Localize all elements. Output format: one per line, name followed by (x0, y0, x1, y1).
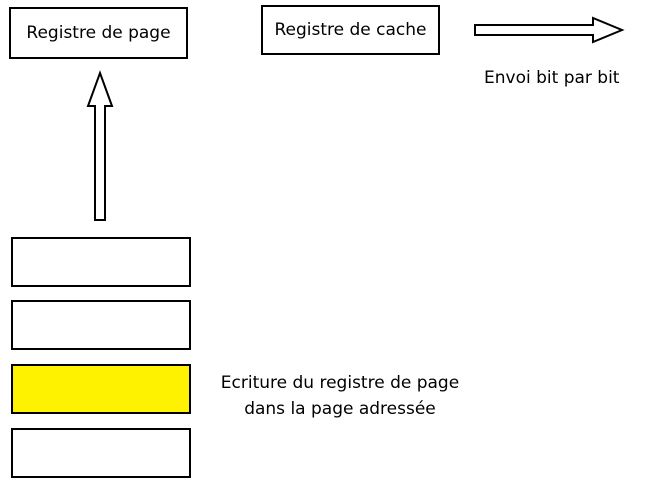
memory-page-4 (11, 428, 191, 478)
write-up-arrow (86, 70, 114, 221)
page-register-label: Registre de page (26, 23, 171, 43)
memory-page-1 (11, 237, 191, 287)
cache-register-box: Registre de cache (261, 5, 440, 55)
send-bit-by-bit-label: Envoi bit par bit (484, 68, 620, 88)
send-arrow (474, 16, 625, 44)
write-label-line-1: Ecriture du registre de page (220, 373, 460, 393)
write-label-line-2: dans la page adressée (244, 399, 436, 419)
page-register-box: Registre de page (9, 7, 188, 59)
memory-page-2 (11, 300, 191, 350)
cache-register-label: Registre de cache (274, 20, 427, 40)
memory-page-addressed (11, 364, 191, 414)
write-page-register-label: Ecriture du registre de page dans la pag… (205, 370, 475, 422)
